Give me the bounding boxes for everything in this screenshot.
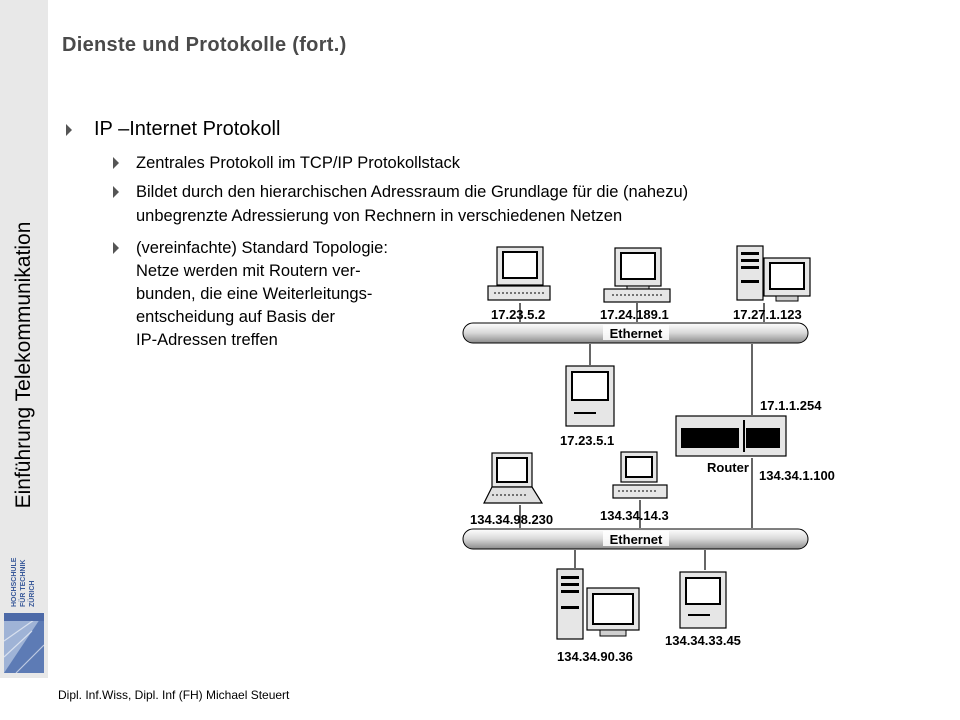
ethernet-label-top: Ethernet <box>610 326 663 341</box>
bullet-arrow-icon <box>113 157 119 169</box>
router-label: Router <box>707 460 749 475</box>
bullet-sub-2-line-1: Bildet durch den hierarchischen Adressra… <box>136 183 689 201</box>
ethernet-label-bottom: Ethernet <box>610 532 663 547</box>
footer-author: Dipl. Inf.Wiss, Dipl. Inf (FH) Michael S… <box>58 688 290 702</box>
workstation-icon <box>487 246 551 301</box>
bullet-sub-3-line-5: IP-Adressen treffen <box>136 331 278 349</box>
workstation-icon <box>603 247 671 303</box>
router-ip-top: 17.1.1.254 <box>760 398 822 413</box>
ip-label-host-3: 17.27.1.123 <box>733 307 802 322</box>
logo-text-line-2: FÜR TECHNIK <box>18 560 27 607</box>
bullet-arrow-icon <box>113 242 119 254</box>
tower-workstation-icon <box>556 568 640 640</box>
compact-computer-icon <box>565 365 615 427</box>
router-icon <box>675 415 787 457</box>
bullet-arrow-icon <box>113 186 119 198</box>
ethernet-segment-top: Ethernet <box>462 322 809 344</box>
logo-text-line-3: ZÜRICH <box>27 581 36 607</box>
bullet-sub-3-line-3: bunden, die eine Weiterleitungs- <box>136 285 373 303</box>
sidebar: Einführung Telekommunikation HOCHSCHULE … <box>0 0 48 678</box>
compact-computer-icon <box>679 571 727 629</box>
bullet-sub-3-line-1: (vereinfachte) Standard Topologie: <box>136 239 388 257</box>
tower-workstation-icon <box>736 245 811 302</box>
bullet-sub-1: Zentrales Protokoll im TCP/IP Protokolls… <box>136 154 461 172</box>
connection-lines <box>519 303 765 570</box>
bullet-sub-3-line-2: Netze werden mit Routern ver- <box>136 262 361 280</box>
ip-label-host-4: 17.23.5.1 <box>560 433 614 448</box>
bullet-arrow-icon <box>66 124 72 136</box>
ethernet-segment-bottom: Ethernet <box>462 528 809 550</box>
router-ip-bottom: 134.34.1.100 <box>759 468 835 483</box>
page-title: Dienste und Protokolle (fort.) <box>62 34 347 56</box>
workstation-icon <box>612 451 668 499</box>
bullet-main: IP –Internet Protokoll <box>94 118 281 140</box>
bullet-sub-3-line-4: entscheidung auf Basis der <box>136 308 336 326</box>
ip-label-host-7: 134.34.90.36 <box>557 649 633 664</box>
ip-label-host-2: 17.24.189.1 <box>600 307 669 322</box>
ip-label-host-5: 134.34.98.230 <box>470 512 553 527</box>
logo-text-line-1: HOCHSCHULE <box>11 557 18 607</box>
ip-label-host-1: 17.23.5.2 <box>491 307 545 322</box>
laptop-icon <box>483 452 544 504</box>
ip-label-host-8: 134.34.33.45 <box>665 633 741 648</box>
university-logo: HOCHSCHULE FÜR TECHNIK ZÜRICH <box>3 557 45 674</box>
logo-emblem <box>3 612 45 674</box>
ip-label-host-6: 134.34.14.3 <box>600 508 669 523</box>
bullet-sub-2-line-2: unbegrenzte Adressierung von Rechnern in… <box>136 207 623 225</box>
